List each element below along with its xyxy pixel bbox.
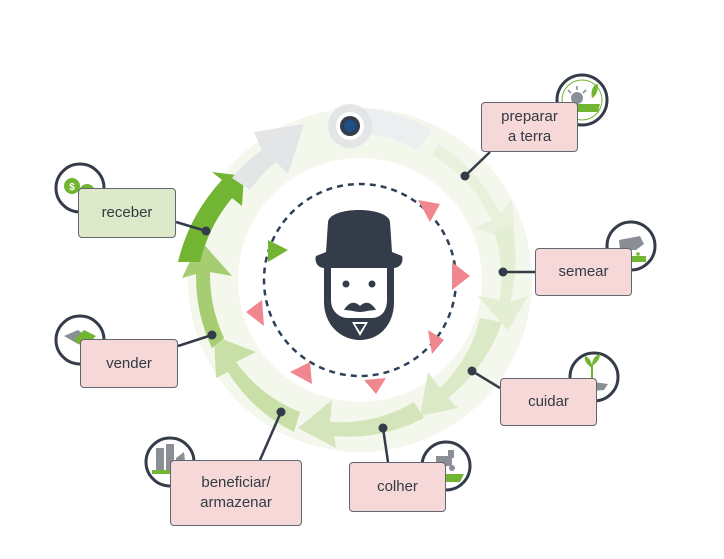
connector-vender bbox=[177, 333, 213, 348]
connectors bbox=[175, 151, 535, 463]
connector-dot bbox=[201, 226, 211, 236]
stage-text: a terra bbox=[507, 128, 552, 145]
farmer-face-icon bbox=[315, 210, 403, 340]
stage-label-preparar: preparar a terra bbox=[481, 102, 578, 152]
triangle-marker bbox=[290, 362, 312, 384]
stage-label-colher: colher bbox=[349, 462, 446, 512]
triangle-marker bbox=[418, 200, 440, 222]
stage-text: beneficiar/ bbox=[201, 474, 271, 491]
segment-cuidar bbox=[420, 318, 502, 416]
segment-vender bbox=[182, 240, 232, 348]
connector-dot bbox=[378, 423, 388, 433]
ring-knob bbox=[328, 104, 372, 148]
triangle-marker bbox=[428, 330, 444, 354]
connector-cuidar bbox=[471, 369, 501, 390]
stage-text: colher bbox=[377, 478, 418, 495]
stage-text: vender bbox=[106, 354, 152, 372]
stage-text: semear bbox=[558, 263, 609, 280]
connector-preparar bbox=[464, 151, 491, 177]
connector-dot bbox=[498, 267, 508, 277]
connector-receber bbox=[175, 220, 207, 233]
svg-text:$: $ bbox=[69, 182, 75, 193]
stage-label-beneficiar: beneficiar/armazenar bbox=[170, 460, 302, 526]
triangle-marker bbox=[364, 378, 386, 394]
connector-dot bbox=[276, 407, 286, 417]
triangle-marker bbox=[268, 240, 288, 262]
segment-semear bbox=[478, 226, 528, 330]
stage-text: receber bbox=[101, 204, 153, 221]
connector-colher bbox=[381, 427, 390, 463]
connector-dots bbox=[201, 171, 508, 433]
connector-dot bbox=[460, 171, 470, 181]
connector-dot bbox=[207, 330, 217, 340]
connector-dot bbox=[467, 366, 477, 376]
stage-label-vender: vender bbox=[80, 339, 178, 388]
segment-beneficiar bbox=[214, 336, 300, 432]
triangle-marker bbox=[246, 300, 264, 326]
segment-colher bbox=[298, 400, 424, 448]
stage-label-cuidar: cuidar bbox=[500, 378, 597, 426]
triangle-marker bbox=[452, 262, 470, 290]
segment-receber bbox=[178, 172, 244, 262]
stage-label-semear: semear bbox=[535, 248, 632, 296]
segment-gray-arrow bbox=[232, 124, 304, 190]
stage-label-receber: receber bbox=[78, 188, 176, 238]
ring-triangles bbox=[246, 200, 470, 394]
ring-segments bbox=[178, 107, 528, 448]
stage-text: armazenar bbox=[200, 494, 272, 511]
stage-text: preparar bbox=[501, 108, 558, 125]
connector-beneficiar bbox=[258, 411, 283, 461]
stage-text: cuidar bbox=[528, 393, 569, 410]
segment-preparar bbox=[432, 144, 515, 240]
